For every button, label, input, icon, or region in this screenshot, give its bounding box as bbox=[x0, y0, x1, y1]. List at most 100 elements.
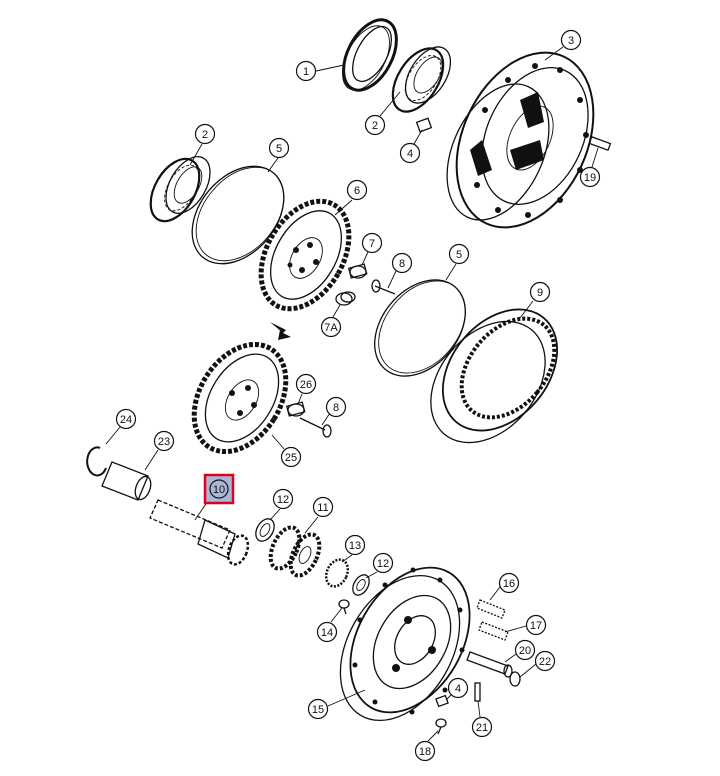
part-washer-12a[interactable] bbox=[252, 516, 278, 545]
callout-circle bbox=[280, 446, 302, 468]
callout-c2b[interactable]: 2 bbox=[194, 123, 216, 145]
callout-label: 4 bbox=[455, 683, 461, 695]
callout-c9[interactable]: 9 bbox=[529, 281, 551, 303]
callout-c24[interactable]: 24 bbox=[115, 408, 137, 430]
callout-c26[interactable]: 26 bbox=[295, 373, 317, 395]
callout-label: 3 bbox=[568, 35, 574, 47]
part-bearing-lower[interactable] bbox=[141, 149, 219, 229]
part-ring-gear[interactable] bbox=[408, 287, 581, 465]
callout-circle bbox=[498, 572, 520, 594]
callout-label: 11 bbox=[317, 502, 328, 514]
callout-circle bbox=[268, 137, 290, 159]
callout-c12b[interactable]: 12 bbox=[372, 552, 394, 574]
callout-label: 8 bbox=[399, 258, 405, 270]
part-screw-14[interactable] bbox=[338, 599, 350, 615]
callout-c16[interactable]: 16 bbox=[498, 572, 520, 594]
callout-label: 7 bbox=[369, 238, 375, 250]
part-snap-ring-upper[interactable] bbox=[174, 148, 303, 281]
callout-label: 21 bbox=[476, 722, 488, 734]
callout-c6[interactable]: 6 bbox=[346, 179, 368, 201]
callout-c15[interactable]: 15 bbox=[307, 698, 329, 720]
part-bolt-lower[interactable] bbox=[299, 417, 332, 438]
part-pin-20[interactable] bbox=[466, 651, 513, 678]
callout-circle bbox=[560, 29, 582, 51]
part-bolt-upper[interactable] bbox=[371, 279, 396, 295]
callout-label: 12 bbox=[377, 558, 389, 570]
callout-c4b[interactable]: 4 bbox=[447, 677, 469, 699]
callout-c5b[interactable]: 5 bbox=[448, 243, 470, 265]
callout-c5a[interactable]: 5 bbox=[268, 137, 290, 159]
part-carrier-cover[interactable] bbox=[316, 546, 494, 741]
callout-c3[interactable]: 3 bbox=[560, 29, 582, 51]
callout-label: 22 bbox=[539, 656, 551, 668]
callout-circle bbox=[391, 252, 413, 274]
callout-circle bbox=[399, 142, 421, 164]
callout-label: 13 bbox=[349, 540, 361, 552]
callout-c21[interactable]: 21 bbox=[471, 716, 493, 738]
part-plug-17[interactable] bbox=[478, 621, 509, 641]
part-seal[interactable] bbox=[333, 11, 408, 99]
part-planet-gear[interactable] bbox=[265, 523, 325, 580]
callout-circle bbox=[209, 479, 229, 499]
callout-c4a[interactable]: 4 bbox=[399, 142, 421, 164]
part-pin-19[interactable] bbox=[588, 135, 612, 152]
callout-c14[interactable]: 14 bbox=[316, 621, 338, 643]
callout-label: 25 bbox=[285, 452, 297, 464]
part-washer-12b[interactable] bbox=[349, 572, 372, 598]
callout-circle bbox=[579, 166, 601, 188]
part-plug-16[interactable] bbox=[476, 599, 506, 619]
callout-circle bbox=[361, 232, 383, 254]
part-pin-21[interactable] bbox=[474, 682, 481, 702]
part-gear-25[interactable] bbox=[175, 328, 304, 469]
callout-c20[interactable]: 20 bbox=[514, 639, 536, 661]
part-sleeve-23[interactable] bbox=[101, 461, 154, 502]
part-bearing-upper[interactable] bbox=[382, 39, 459, 120]
callout-label: 23 bbox=[158, 436, 170, 448]
callout-c18[interactable]: 18 bbox=[414, 740, 436, 762]
callout-c8a[interactable]: 8 bbox=[391, 252, 413, 274]
part-snap-ring-24[interactable] bbox=[86, 446, 107, 477]
callout-c22[interactable]: 22 bbox=[534, 650, 556, 672]
part-sun-gear-shaft[interactable] bbox=[149, 499, 252, 567]
part-bushing-26[interactable] bbox=[285, 401, 306, 417]
callout-circle bbox=[344, 534, 366, 556]
part-hub-housing[interactable] bbox=[427, 30, 620, 249]
callout-c17[interactable]: 17 bbox=[525, 614, 547, 636]
part-screw-18[interactable] bbox=[435, 718, 447, 735]
callout-c8b[interactable]: 8 bbox=[325, 396, 347, 418]
callout-c7[interactable]: 7 bbox=[361, 232, 383, 254]
part-screw-upper[interactable] bbox=[415, 117, 433, 133]
callout-c7a[interactable]: 7A bbox=[320, 316, 342, 338]
part-gear-6[interactable] bbox=[243, 186, 367, 324]
callout-c11[interactable]: 11 bbox=[312, 496, 334, 518]
callout-circle bbox=[295, 373, 317, 395]
callout-c23[interactable]: 23 bbox=[153, 430, 175, 452]
callout-circle bbox=[529, 281, 551, 303]
callout-c1[interactable]: 1 bbox=[295, 60, 317, 82]
callout-label: 1 bbox=[303, 66, 309, 78]
callout-c2a[interactable]: 2 bbox=[364, 114, 386, 136]
part-screw-lower[interactable] bbox=[435, 694, 449, 708]
callout-circle bbox=[153, 430, 175, 452]
part-bushing-7a[interactable] bbox=[335, 291, 356, 306]
part-snap-ring-middle[interactable] bbox=[356, 262, 484, 394]
callout-label: 2 bbox=[202, 129, 208, 141]
callout-circle bbox=[115, 408, 137, 430]
callout-c12a[interactable]: 12 bbox=[272, 488, 294, 510]
callout-c13[interactable]: 13 bbox=[344, 534, 366, 556]
callout-label: 2 bbox=[372, 120, 378, 132]
part-ring-22[interactable] bbox=[509, 671, 521, 687]
callout-circle bbox=[346, 179, 368, 201]
direction-arrow bbox=[270, 322, 291, 340]
callout-c19[interactable]: 19 bbox=[579, 166, 601, 188]
callout-c25[interactable]: 25 bbox=[280, 446, 302, 468]
callout-label: 5 bbox=[456, 249, 462, 261]
callout-label: 19 bbox=[584, 172, 596, 184]
callout-c10[interactable]: 10 bbox=[203, 473, 235, 505]
part-needle-bearing[interactable] bbox=[322, 556, 352, 590]
callout-circle bbox=[307, 698, 329, 720]
callout-label: 4 bbox=[407, 148, 413, 160]
callout-circle bbox=[534, 650, 556, 672]
part-bushing-7[interactable] bbox=[347, 263, 368, 279]
